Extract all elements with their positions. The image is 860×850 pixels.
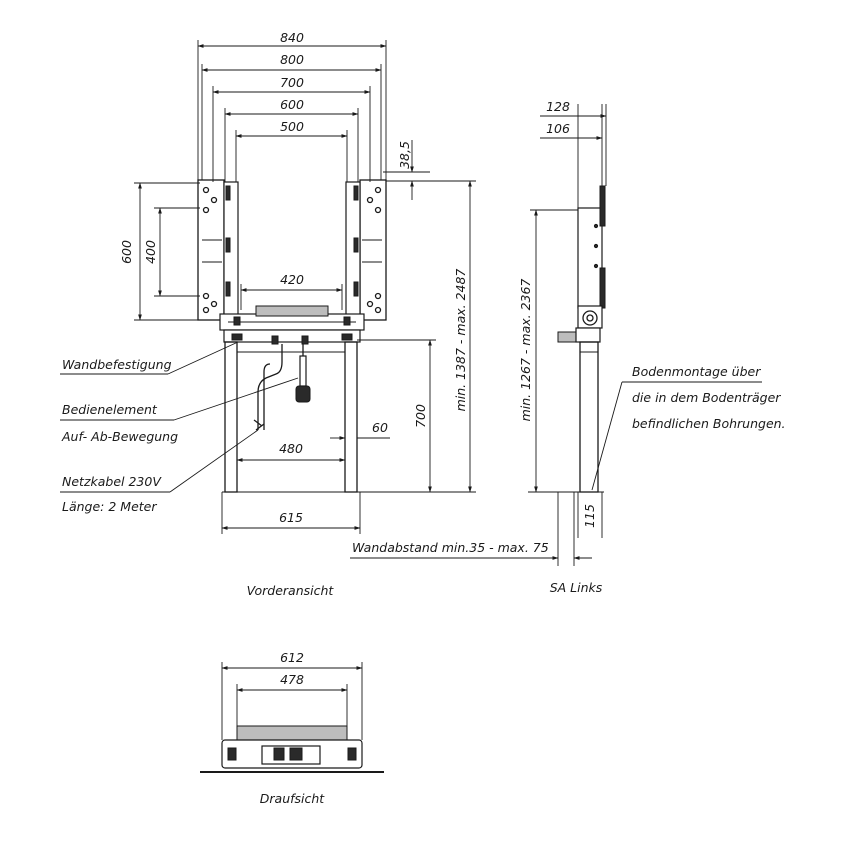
side-notes: Bodenmontage über die in dem Bodenträger…: [591, 364, 786, 491]
dim-600: 600: [280, 97, 304, 112]
dim-600-vertical: 600: [119, 240, 134, 264]
dim-615-group: 615: [221, 492, 361, 534]
left-height-dimensions: 600 400: [119, 182, 200, 321]
dim-480-group: 480: [236, 441, 346, 462]
wall-distance-text: Wandabstand min.35 - max. 75: [352, 540, 549, 555]
note-floor-3: befindlichen Bohrungen.: [632, 416, 786, 431]
dim-38-5: 38,5: [397, 141, 412, 169]
note-floor-1: Bodenmontage über: [632, 364, 761, 379]
top-width-dimensions: 840 800 700 600 500: [197, 30, 387, 300]
dim-height-range-side: min. 1267 - max. 2367: [518, 279, 533, 422]
side-view-label: SA Links: [550, 580, 603, 595]
dim-420: 420: [280, 272, 304, 287]
dim-height-range-group: min. 1387 - max. 2487: [386, 180, 476, 493]
wall-plate-right: [345, 179, 387, 321]
dim-38-5-group: 38,5: [383, 140, 430, 200]
dim-700-vertical: 700: [413, 404, 428, 428]
side-column: [557, 185, 606, 493]
dim-800: 800: [280, 52, 304, 67]
dim-700-vertical-group: 700: [357, 339, 436, 493]
top-view-label: Draufsicht: [260, 791, 326, 806]
note-cable-2: Länge: 2 Meter: [62, 499, 157, 514]
side-height-range: min. 1267 - max. 2367: [518, 209, 578, 493]
front-view: 840 800 700 600 500: [60, 30, 476, 598]
dim-400-vertical: 400: [143, 240, 158, 264]
note-control-1: Bedienelement: [62, 402, 158, 417]
side-base: 115: [528, 491, 604, 538]
dim-500: 500: [280, 119, 304, 134]
control-element: [253, 344, 311, 431]
wall-distance-group: Wandabstand min.35 - max. 75: [350, 492, 592, 566]
dim-840: 840: [280, 30, 304, 45]
dim-700: 700: [280, 75, 304, 90]
note-control-2: Auf- Ab-Bewegung: [61, 429, 178, 444]
dim-height-range-front: min. 1387 - max. 2487: [453, 269, 468, 412]
dim-115: 115: [582, 504, 597, 528]
lift-crossbar: [219, 305, 365, 345]
top-view: 612 478 Draufsicht: [200, 650, 384, 806]
dim-480: 480: [279, 441, 303, 456]
front-view-label: Vorderansicht: [247, 583, 335, 598]
front-notes: Wandbefestigung Bedienelement Auf- Ab-Be…: [60, 341, 299, 514]
dim-612: 612: [280, 650, 304, 665]
dim-478: 478: [280, 672, 304, 687]
side-view: 128 106 115: [350, 99, 786, 595]
dim-615: 615: [279, 510, 303, 525]
dim-106: 106: [546, 121, 570, 136]
wall-plate-left: [197, 179, 239, 321]
note-cable-1: Netzkabel 230V: [62, 474, 162, 489]
dim-128: 128: [546, 99, 570, 114]
dim-60: 60: [372, 420, 388, 435]
note-floor-2: die in dem Bodenträger: [632, 390, 781, 405]
stand-legs: [222, 341, 360, 493]
dim-60-group: 60: [330, 420, 390, 440]
note-wall-mount: Wandbefestigung: [62, 357, 172, 372]
dim-420-group: 420: [240, 272, 343, 310]
